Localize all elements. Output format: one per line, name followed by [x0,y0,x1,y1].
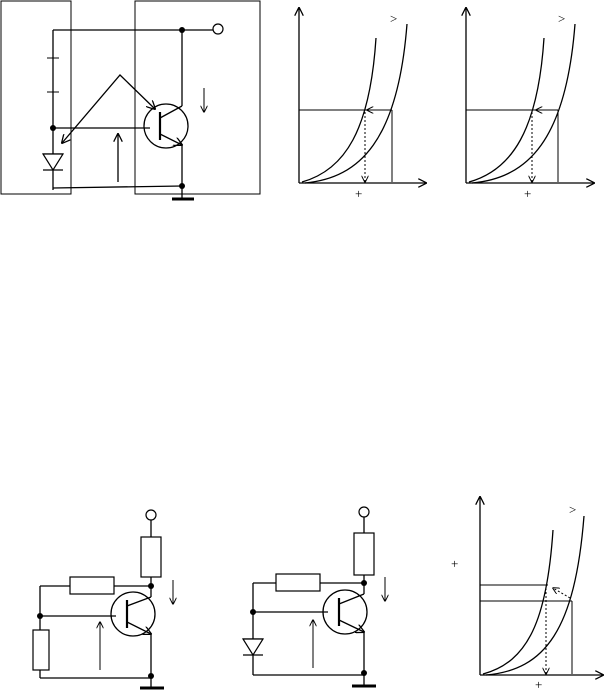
graph-3-top-symbol: > [569,502,576,517]
graph-3-curve-b [485,515,585,676]
diode [41,153,65,172]
graph-3: > + + [451,497,603,690]
graph-1-top-symbol: > [390,11,397,26]
graph-2-curve-b [471,23,576,184]
graph-2-bottom-symbol: + [524,186,531,201]
transistor [143,30,189,186]
feedback-arrow [62,74,155,143]
circuit-bottom-left [32,509,173,690]
graph-2: > + [466,8,594,201]
graph-3-bottom-symbol: + [535,677,542,690]
supply-terminal-3 [358,506,370,518]
circuit-top-left [0,0,261,201]
graph-1: > + [299,8,426,201]
graph-1-curve-a [301,37,377,183]
graph-1-bottom-symbol: + [355,186,362,201]
supply-terminal-2 [145,509,157,521]
base-resistor-2 [32,629,50,671]
right-block-frame [134,0,261,195]
circuit-bottom-middle [241,506,385,688]
graph-2-top-symbol: > [558,11,565,26]
graph-3-dotted-arrow-d [553,588,571,599]
transistor-3 [322,589,368,673]
transistor-2 [110,591,156,676]
feedback-resistor-3 [275,573,321,592]
graph-2-curve-a [468,37,545,183]
diode-3 [241,638,265,657]
collector-resistor-2 [140,536,162,578]
feedback-resistor-2 [69,576,115,595]
output-terminal [212,23,224,35]
graph-3-left-symbol: + [451,556,458,571]
graph-1-curve-b [304,23,408,184]
graph-3-curve-a [482,529,554,675]
left-block-frame [0,0,72,195]
collector-resistor-3 [353,532,375,576]
bottom-rail [52,185,183,189]
